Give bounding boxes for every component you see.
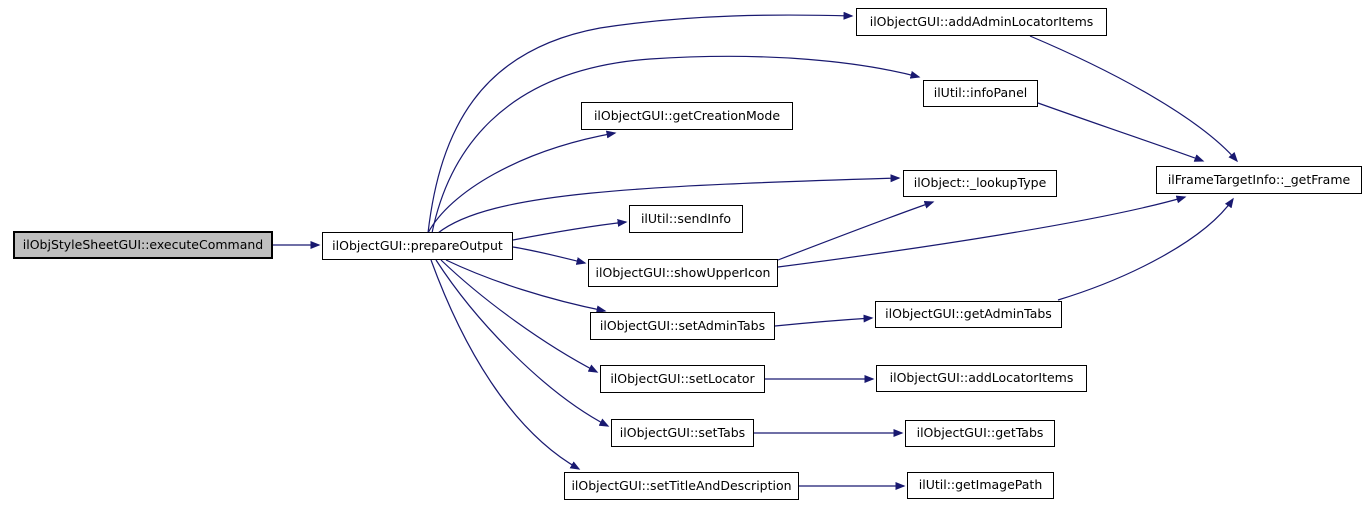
edge-prepareOutput-getCreationMode: [427, 130, 617, 234]
node-getTabs[interactable]: ilObjectGUI::getTabs: [905, 420, 1055, 447]
node-setAdminTabs[interactable]: ilObjectGUI::setAdminTabs: [590, 312, 775, 340]
node-showUpperIcon[interactable]: ilObjectGUI::showUpperIcon: [588, 259, 778, 287]
edge-prepareOutput-sendInfo: [512, 218, 628, 241]
node-getAdminTabs[interactable]: ilObjectGUI::getAdminTabs: [875, 301, 1062, 328]
node-addAdminLocatorItems[interactable]: ilObjectGUI::addAdminLocatorItems: [856, 8, 1107, 36]
node-sendInfo[interactable]: ilUtil::sendInfo: [629, 205, 743, 233]
node-getFrame[interactable]: ilFrameTargetInfo::_getFrame: [1156, 166, 1362, 194]
node-setTitleAndDescription[interactable]: ilObjectGUI::setTitleAndDescription: [564, 472, 799, 500]
edge-addAdminLocatorItems-getFrame: [1029, 35, 1238, 163]
edge-prepareOutput-setLocator: [440, 259, 599, 373]
edge-infoPanel-getFrame: [1037, 102, 1205, 162]
node-getImagePath[interactable]: ilUtil::getImagePath: [907, 472, 1054, 499]
node-setTabs[interactable]: ilObjectGUI::setTabs: [611, 419, 754, 447]
node-infoPanel[interactable]: ilUtil::infoPanel: [923, 80, 1038, 107]
edge-showUpperIcon-getFrame: [777, 195, 1187, 268]
edge-setAdminTabs-getAdminTabs: [774, 314, 874, 327]
edge-prepareOutput-setTabs: [435, 259, 610, 427]
edge-prepareOutput-setTitleAndDescription: [430, 259, 581, 470]
node-lookupType[interactable]: ilObject::_lookupType: [903, 170, 1057, 197]
node-addLocatorItems[interactable]: ilObjectGUI::addLocatorItems: [876, 365, 1087, 392]
node-prepareOutput[interactable]: ilObjectGUI::prepareOutput: [322, 232, 513, 260]
node-getCreationMode[interactable]: ilObjectGUI::getCreationMode: [581, 102, 793, 130]
edge-prepareOutput-showUpperIcon: [512, 246, 587, 265]
edge-showUpperIcon-lookupType: [777, 200, 935, 261]
node-executeCommand: ilObjStyleSheetGUI::executeCommand: [13, 231, 273, 259]
edge-getAdminTabs-getFrame: [1057, 197, 1234, 301]
edge-prepareOutput-setAdminTabs: [445, 259, 607, 314]
node-setLocator[interactable]: ilObjectGUI::setLocator: [600, 365, 765, 393]
